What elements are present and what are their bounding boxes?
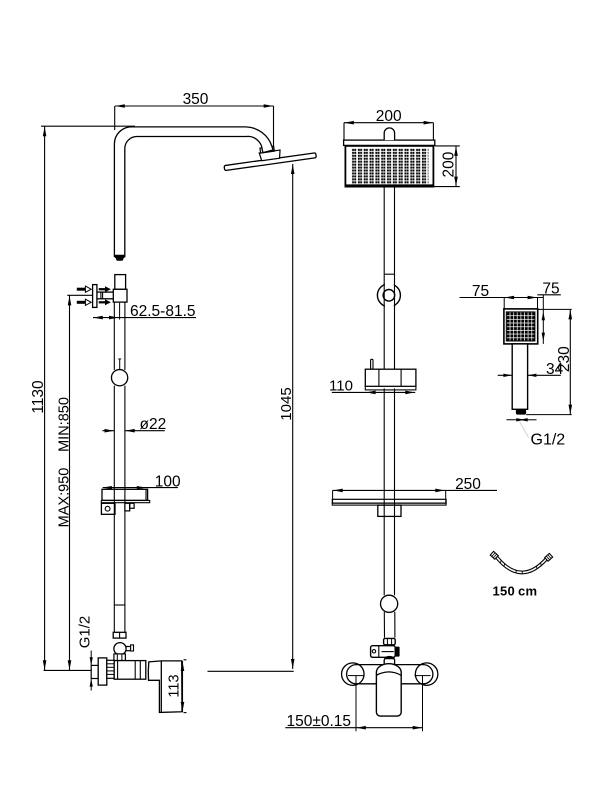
svg-text:200: 200 bbox=[441, 151, 458, 177]
svg-text:110: 110 bbox=[329, 378, 353, 395]
svg-text:G1/2: G1/2 bbox=[531, 431, 566, 448]
svg-text:1130: 1130 bbox=[30, 380, 47, 414]
svg-text:350: 350 bbox=[183, 91, 209, 108]
svg-text:230: 230 bbox=[556, 346, 573, 372]
svg-text:250: 250 bbox=[455, 476, 481, 493]
svg-text:75: 75 bbox=[542, 280, 559, 297]
svg-text:100: 100 bbox=[155, 474, 181, 491]
svg-text:200: 200 bbox=[376, 108, 402, 125]
svg-text:1045: 1045 bbox=[278, 387, 295, 420]
svg-text:MAX:950: MAX:950 bbox=[56, 468, 72, 528]
svg-text:150 cm: 150 cm bbox=[493, 583, 538, 598]
svg-text:150±0.15: 150±0.15 bbox=[287, 713, 352, 730]
svg-text:34: 34 bbox=[546, 361, 564, 378]
svg-text:G1/2: G1/2 bbox=[76, 616, 93, 649]
svg-text:113: 113 bbox=[167, 674, 183, 697]
svg-text:ø22: ø22 bbox=[140, 416, 167, 433]
svg-text:MIN:850: MIN:850 bbox=[56, 397, 72, 452]
svg-text:62.5-81.5: 62.5-81.5 bbox=[130, 303, 196, 320]
svg-text:75: 75 bbox=[472, 283, 489, 300]
